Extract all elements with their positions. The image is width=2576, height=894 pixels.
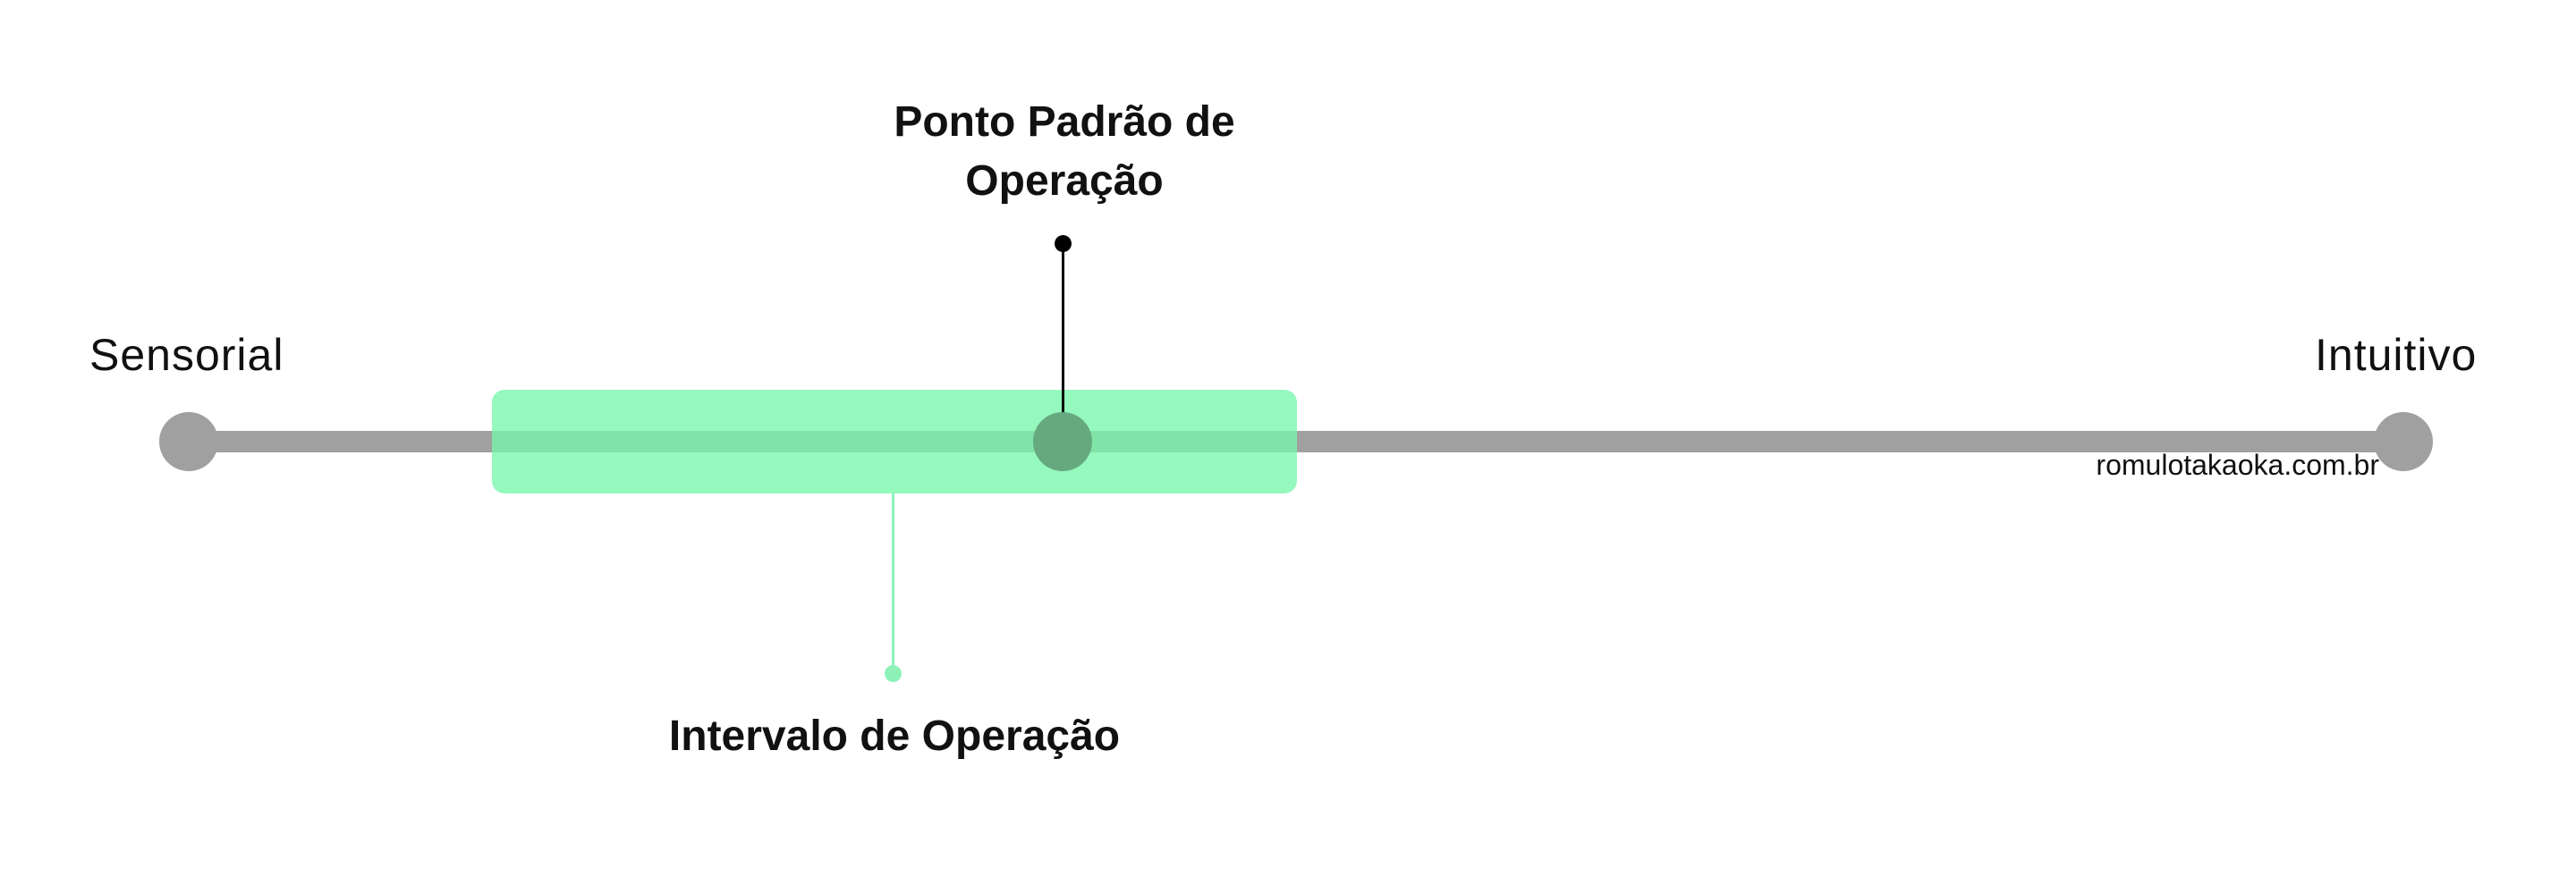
operating-range-connector-dot: [885, 665, 902, 682]
default-point-connector: [1062, 243, 1064, 413]
default-point-marker: [1033, 412, 1092, 471]
right-end-marker: [2374, 412, 2433, 471]
operating-range-label: Intervalo de Operação: [668, 713, 1121, 760]
default-point-connector-dot: [1055, 235, 1072, 252]
left-end-label: Sensorial: [89, 330, 284, 380]
operating-range-band: [492, 390, 1297, 493]
left-end-marker: [159, 412, 218, 471]
right-end-label: Intuitivo: [2315, 330, 2478, 380]
default-point-label: Ponto Padrão de Operação: [894, 98, 1235, 205]
site-watermark: romulotakaoka.com.br: [2096, 449, 2379, 481]
operating-range-connector: [892, 493, 894, 672]
